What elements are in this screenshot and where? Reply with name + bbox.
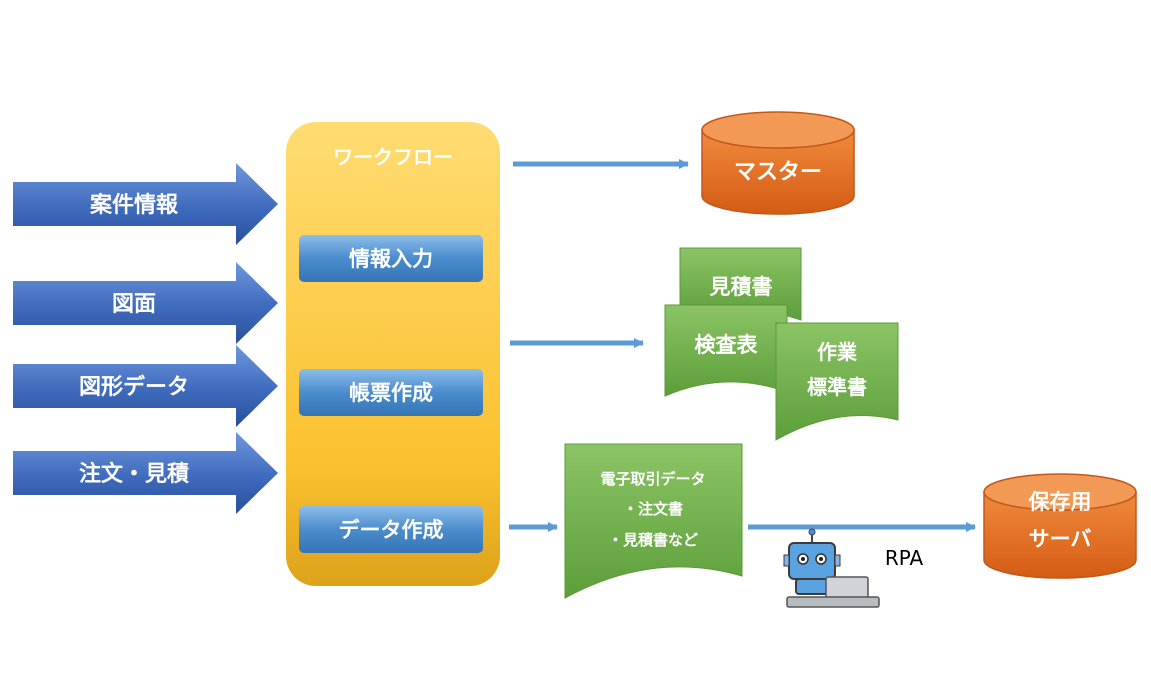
edi-line: ・見積書など — [608, 531, 698, 549]
edi-line: ・注文書 — [623, 500, 683, 518]
document-label: 見積書 — [710, 275, 773, 299]
input-arrow-1: 案件情報 — [13, 163, 278, 245]
step-label: 帳票作成 — [349, 381, 433, 405]
input-label: 図面 — [112, 292, 156, 317]
step-data-creation[interactable]: データ作成 — [299, 506, 483, 553]
document-label: 標準書 — [807, 375, 867, 399]
step-label: 情報入力 — [349, 247, 433, 271]
document-label: 検査表 — [695, 333, 759, 357]
edi-line: 電子取引データ — [600, 470, 705, 488]
step-form-creation[interactable]: 帳票作成 — [299, 369, 483, 416]
server-label: 保存用 — [1028, 490, 1092, 514]
laptop-icon — [786, 576, 880, 608]
document-work-standard: 作業 標準書 — [775, 322, 899, 441]
workflow-panel: ワークフロー 情報入力 帳票作成 データ作成 — [286, 122, 500, 586]
server-label: サーバ — [1029, 527, 1092, 551]
document-label: 作業 — [817, 340, 858, 364]
rpa-label: RPA — [885, 546, 924, 570]
input-label: 図形データ — [79, 374, 189, 400]
step-info-input[interactable]: 情報入力 — [299, 235, 483, 282]
input-label: 注文・見積 — [79, 461, 190, 487]
input-label: 案件情報 — [89, 192, 179, 218]
robot-icon — [783, 528, 841, 595]
master-database: マスター — [701, 111, 855, 215]
input-arrow-3: 図形データ — [13, 345, 278, 427]
edi-document: 電子取引データ ・注文書 ・見積書など — [564, 443, 743, 599]
storage-server: 保存用 サーバ — [983, 473, 1137, 579]
master-label: マスター — [734, 160, 822, 185]
workflow-title: ワークフロー — [333, 145, 453, 169]
document-inspection: 検査表 — [664, 304, 788, 397]
input-arrow-4: 注文・見積 — [13, 432, 278, 514]
input-arrow-2: 図面 — [13, 262, 278, 344]
step-label: データ作成 — [339, 518, 444, 542]
